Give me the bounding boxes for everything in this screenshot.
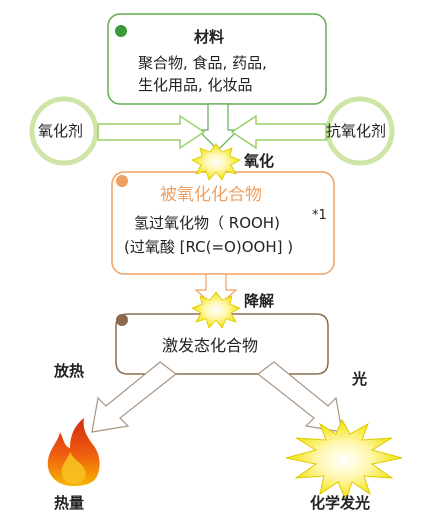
flame-icon — [47, 418, 100, 486]
excited-dot — [116, 314, 128, 326]
excited-label: 激发态化合物 — [162, 336, 259, 355]
oxidant-circle — [29, 96, 99, 166]
chemiluminescence-label: 化学发光 — [310, 494, 371, 512]
flame-inner-icon — [61, 452, 86, 484]
materials-arrow — [196, 103, 240, 151]
oxidized-line-1: 氢过氧化物（ ROOH) — [134, 214, 280, 232]
materials-line-1: 聚合物, 食品, 药品, — [138, 54, 267, 72]
heat-arrow — [91, 361, 177, 433]
oxidized-line-2: (过氧酸 [RC(=O)OOH] ) — [124, 238, 294, 256]
oxidized-footnote: *1 — [312, 208, 327, 223]
oxidized-dot — [116, 175, 128, 187]
decomposition-burst — [191, 291, 241, 329]
antioxidant-circle — [325, 96, 395, 166]
materials-dot — [115, 25, 127, 37]
oxidation-label: 氧化 — [244, 152, 275, 170]
oxidant-label: 氧化剂 — [38, 122, 84, 140]
oxidant-arrow — [97, 114, 206, 150]
oxidation-burst — [191, 143, 241, 181]
heat-label: 热量 — [54, 494, 85, 512]
antioxidant-arrow — [230, 114, 327, 150]
antioxidant-label: 抗氧化剂 — [326, 122, 387, 140]
heat-release-label: 放热 — [54, 362, 85, 380]
light-label: 光 — [352, 370, 368, 388]
light-burst-icon — [285, 418, 403, 502]
materials-line-2: 生化用品, 化妆品 — [138, 76, 253, 94]
materials-title: 材料 — [194, 28, 225, 46]
oxidized-title: 被氧化化合物 — [160, 185, 262, 205]
decomposition-label: 降解 — [244, 292, 275, 310]
